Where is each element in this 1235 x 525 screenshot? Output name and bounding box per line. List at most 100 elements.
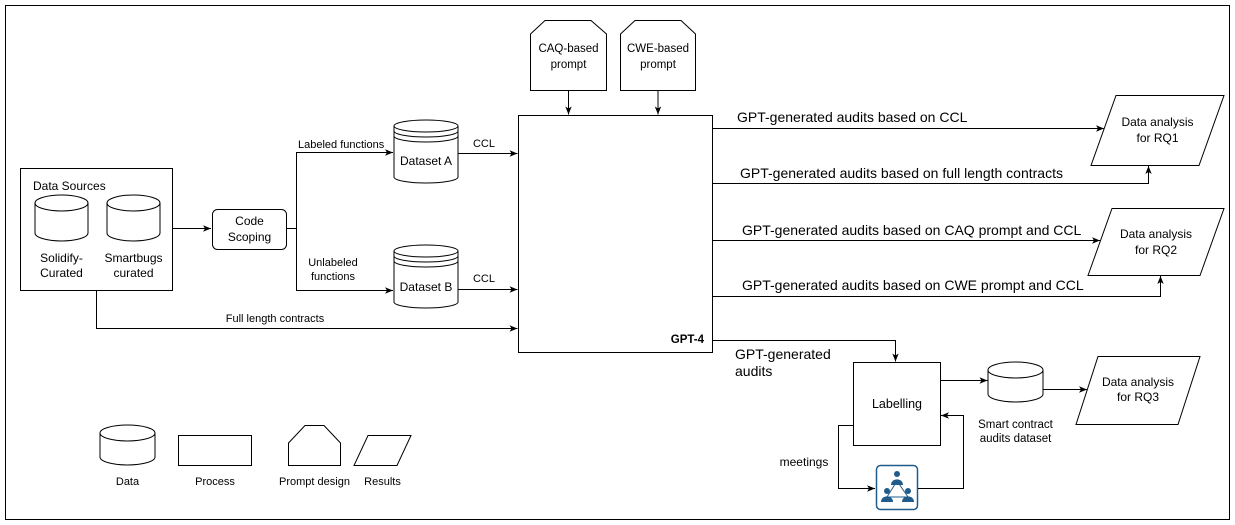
team-icon-body-left xyxy=(881,496,893,502)
cwe-prompt-label-line2: prompt xyxy=(640,59,677,71)
legend-item-prompt-design: Prompt design xyxy=(279,425,350,488)
edge-labelling-to-meetings xyxy=(838,425,875,492)
dataset-b-node: Dataset B xyxy=(393,244,459,309)
data-sources-title: Data Sources xyxy=(33,179,106,193)
caq-prompt-shape xyxy=(530,20,607,91)
team-icon-body-right xyxy=(902,496,914,502)
rq2-result-node: Data analysis for RQ2 xyxy=(1087,208,1225,276)
edge-label-unlabeled-line1: Unlabeled xyxy=(308,257,358,269)
solidify-cylinder-icon xyxy=(34,194,89,242)
audits-dataset-cylinder-icon xyxy=(987,361,1044,403)
legend-label-results: Results xyxy=(364,476,401,488)
rq2-parallelogram xyxy=(1087,208,1225,276)
edge-label-labeled-functions: Labeled functions xyxy=(298,139,385,151)
gpt4-box xyxy=(518,115,713,353)
smartbugs-label-line1: Smartbugs xyxy=(104,251,162,265)
edge-label-audits-cwe: GPT-generated audits based on CWE prompt… xyxy=(742,277,1084,293)
legend-item-data: Data xyxy=(99,424,156,488)
code-scoping-label-line2: Scoping xyxy=(228,230,271,244)
legend-item-process: Process xyxy=(178,435,252,488)
smartbugs-label-line2: curated xyxy=(113,266,153,280)
dataset-b-label: Dataset B xyxy=(400,280,453,294)
gpt4-node: GPT-4 xyxy=(518,115,713,353)
caq-prompt-label-line1: CAQ-based xyxy=(538,43,598,55)
legend-label-prompt-design: Prompt design xyxy=(279,476,350,488)
solidify-cylinder-rim xyxy=(34,202,89,212)
dataset-b-rim-2 xyxy=(393,255,459,263)
legend-label-data: Data xyxy=(116,476,140,488)
audits-dataset-node: Smart contract audits dataset xyxy=(978,361,1054,445)
rq3-label-line1: Data analysis xyxy=(1102,375,1174,389)
code-scoping-box xyxy=(212,209,287,250)
dataset-a-rim-2 xyxy=(393,130,459,138)
edge-label-ccl-b: CCL xyxy=(473,273,495,285)
dataset-a-datastore-icon xyxy=(393,119,459,184)
dataset-a-rim-3 xyxy=(393,135,459,143)
rq3-result-node: Data analysis for RQ3 xyxy=(1075,356,1201,425)
team-icon-links xyxy=(886,480,909,498)
rq1-label-line2: for RQ1 xyxy=(1136,131,1178,145)
solidify-label-line1: Solidify- xyxy=(40,251,83,265)
legend-chamfered-box-icon xyxy=(288,425,341,466)
edge-label-audits-line1: GPT-generated xyxy=(735,346,831,362)
rq2-label-line2: for RQ2 xyxy=(1135,243,1177,257)
gpt4-label: GPT-4 xyxy=(671,334,705,346)
legend: Data Process Prompt design Results xyxy=(99,424,412,488)
rq3-parallelogram xyxy=(1075,356,1201,425)
edge-label-ccl-a: CCL xyxy=(473,138,495,150)
solidify-label-line2: Curated xyxy=(40,266,83,280)
smartbugs-cylinder-rim xyxy=(106,202,161,212)
audits-dataset-label-line2: audits dataset xyxy=(980,433,1052,445)
team-icon-body-top xyxy=(891,479,903,485)
legend-label-process: Process xyxy=(195,476,235,488)
rq2-label-line1: Data analysis xyxy=(1120,227,1192,241)
data-sources-node: Data Sources Solidify- Curated Smartbugs… xyxy=(20,168,173,291)
dataset-a-rim-1 xyxy=(393,125,459,133)
edge-label-audits-full-length: GPT-generated audits based on full lengt… xyxy=(740,165,1063,181)
edge-audits-full-length xyxy=(712,166,1152,184)
legend-cylinder-icon xyxy=(99,424,156,466)
rq1-parallelogram xyxy=(1090,95,1225,166)
team-icon-head-top xyxy=(894,471,900,477)
audits-dataset-cylinder-rim xyxy=(987,369,1044,379)
cwe-prompt-label-line1: CWE-based xyxy=(627,43,689,55)
rq1-label-line1: Data analysis xyxy=(1121,115,1193,129)
edge-scoping-to-dataset-b xyxy=(296,228,393,294)
caq-prompt-label-line2: prompt xyxy=(551,59,588,71)
rq1-result-node: Data analysis for RQ1 xyxy=(1090,95,1225,166)
rq3-label-line2: for RQ3 xyxy=(1117,390,1159,404)
team-icon-head-left xyxy=(884,488,890,494)
caq-prompt-node: CAQ-based prompt xyxy=(530,20,607,91)
dataset-b-datastore-icon xyxy=(393,244,459,309)
labelling-box xyxy=(853,362,941,446)
edge-audits-to-labelling xyxy=(712,340,899,362)
edge-label-audits-caq: GPT-generated audits based on CAQ prompt… xyxy=(742,222,1082,238)
code-scoping-node: Code Scoping xyxy=(212,209,287,250)
dataset-a-node: Dataset A xyxy=(393,119,459,184)
dataset-a-label: Dataset A xyxy=(400,154,452,168)
legend-cylinder-rim xyxy=(99,432,156,442)
team-icon-head-right xyxy=(905,488,911,494)
audits-dataset-label-line1: Smart contract xyxy=(978,419,1054,431)
edge-audits-cwe xyxy=(712,276,1164,297)
dataset-b-rim-1 xyxy=(393,250,459,258)
edge-label-full-length: Full length contracts xyxy=(226,313,325,325)
edge-label-audits-line2: audits xyxy=(735,363,772,379)
legend-item-results: Results xyxy=(353,435,412,488)
legend-rectangle-icon xyxy=(178,435,252,466)
edge-full-length-contracts xyxy=(96,291,518,332)
labelling-node: Labelling xyxy=(853,362,941,446)
labelling-label: Labelling xyxy=(872,397,922,411)
smartbugs-cylinder-icon xyxy=(106,194,161,242)
dataset-b-rim-3 xyxy=(393,260,459,268)
cwe-prompt-shape xyxy=(620,20,696,91)
edge-label-meetings: meetings xyxy=(780,455,829,469)
smartbugs-curated-source: Smartbugs curated xyxy=(104,194,163,280)
code-scoping-label-line1: Code xyxy=(235,214,264,228)
solidify-curated-source: Solidify- Curated xyxy=(34,194,89,280)
edge-label-unlabeled-line2: functions xyxy=(311,271,356,283)
cwe-prompt-node: CWE-based prompt xyxy=(620,20,696,91)
team-collaboration-icon xyxy=(875,464,919,511)
edge-label-audits-ccl: GPT-generated audits based on CCL xyxy=(737,109,968,125)
